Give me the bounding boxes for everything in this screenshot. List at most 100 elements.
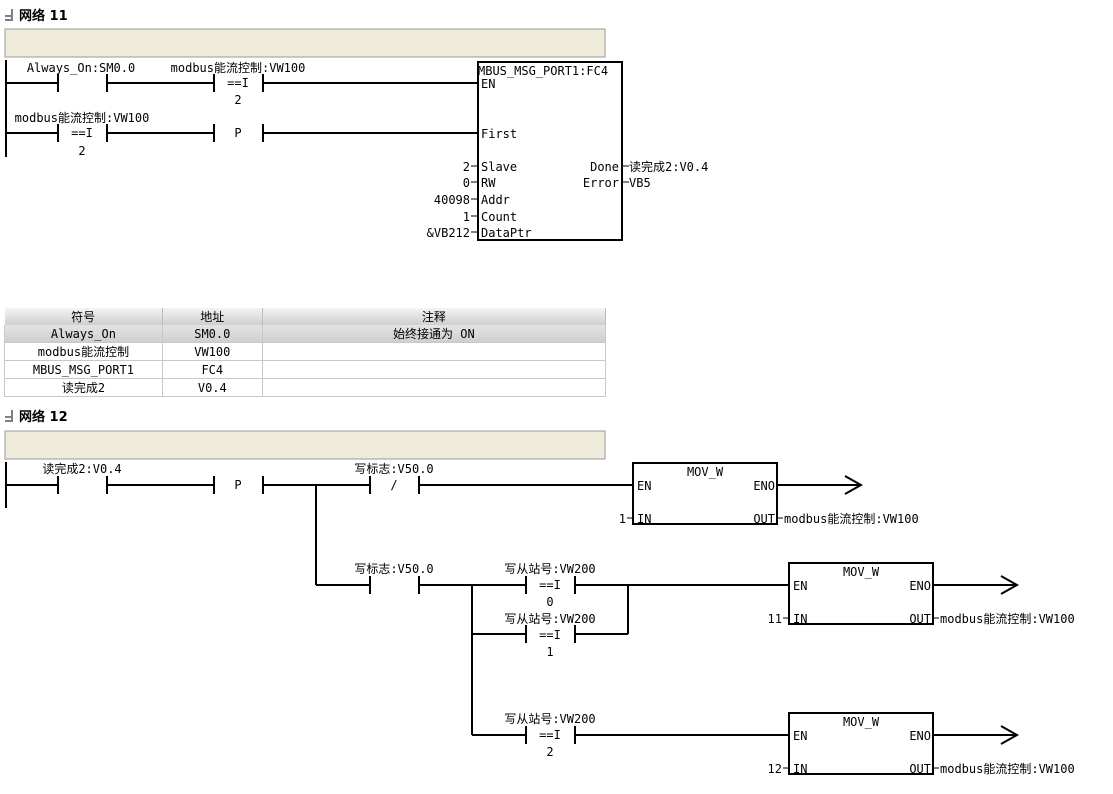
collapse-toggle-icon[interactable] — [5, 9, 13, 21]
symbol-table: 符号 地址 注释 Always_On SM0.0 始终接通为 ON modbus… — [4, 308, 607, 397]
param-value[interactable]: 12 — [768, 762, 782, 776]
param-value[interactable]: 1 — [463, 210, 470, 224]
table-row[interactable]: Always_On SM0.0 始终接通为 ON — [4, 325, 607, 343]
compare-value: 2 — [546, 745, 553, 759]
param-value[interactable]: 2 — [463, 160, 470, 174]
pin-eno: ENO — [753, 479, 775, 493]
network-comment-box[interactable] — [4, 28, 606, 58]
compare-value: 2 — [234, 93, 241, 107]
contact-label: 写从站号:VW200 — [504, 612, 595, 626]
cell-symbol: modbus能流控制 — [4, 342, 163, 361]
pin-in: IN — [793, 762, 807, 776]
block-title: MOV_W — [843, 715, 880, 729]
compare-operator: ==I — [539, 728, 561, 742]
eno-arrow-icon — [844, 475, 864, 495]
cell-symbol: 读完成2 — [4, 378, 163, 397]
mov-w-block-1[interactable] — [632, 462, 778, 525]
cell-symbol: MBUS_MSG_PORT1 — [4, 360, 163, 379]
pin-en: EN — [793, 729, 807, 743]
output-value[interactable]: modbus能流控制:VW100 — [940, 762, 1075, 776]
table-row[interactable]: MBUS_MSG_PORT1 FC4 — [4, 360, 607, 379]
output-value[interactable]: 读完成2:V0.4 — [629, 159, 708, 174]
network-comment-box[interactable] — [4, 430, 606, 460]
contact-label: 写从站号:VW200 — [504, 712, 595, 726]
pin-en: EN — [793, 579, 807, 593]
network-title: 网络 11 — [19, 8, 68, 24]
header-symbol[interactable]: 符号 — [4, 308, 163, 325]
param-value[interactable]: 11 — [768, 612, 782, 626]
cell-comment — [262, 342, 607, 361]
pin-eno: ENO — [909, 579, 931, 593]
pin-out: OUT — [753, 512, 775, 526]
contact-label: 读完成2:V0.4 — [42, 461, 121, 476]
compare-value: 1 — [546, 645, 553, 659]
compare-value: 0 — [546, 595, 553, 609]
table-row[interactable]: 读完成2 V0.4 — [4, 378, 607, 397]
eno-arrow-icon — [1000, 725, 1020, 745]
contact-label: modbus能流控制:VW100 — [171, 61, 306, 75]
cell-comment — [262, 360, 607, 379]
cell-address: FC4 — [162, 360, 263, 379]
contact-label: 写标志:V50.0 — [354, 462, 433, 476]
pin-rw: RW — [481, 176, 496, 190]
collapse-toggle-icon[interactable] — [5, 410, 13, 422]
contact-label: 写标志:V50.0 — [354, 562, 433, 576]
block-title: MOV_W — [843, 565, 880, 579]
symbol-table-header: 符号 地址 注释 — [4, 308, 607, 325]
output-value[interactable]: VB5 — [629, 176, 651, 190]
block-title: MOV_W — [687, 465, 724, 479]
pin-done: Done — [590, 160, 619, 174]
network-12: 网络 12 读完成2:V0.4 P 写标志:V50.0 / MOV_W EN E — [4, 409, 1075, 776]
compare-operator: ==I — [539, 578, 561, 592]
contact-always-on[interactable] — [57, 74, 108, 92]
param-value[interactable]: 1 — [619, 512, 626, 526]
pin-error: Error — [583, 176, 619, 190]
cell-address: VW100 — [162, 342, 263, 361]
header-address[interactable]: 地址 — [162, 308, 263, 325]
pin-dataptr: DataPtr — [481, 226, 532, 240]
mov-w-block-2[interactable] — [788, 562, 934, 625]
output-value[interactable]: modbus能流控制:VW100 — [940, 612, 1075, 626]
param-value[interactable]: &VB212 — [427, 226, 470, 240]
param-value[interactable]: 0 — [463, 176, 470, 190]
table-row[interactable]: modbus能流控制 VW100 — [4, 342, 607, 361]
pin-addr: Addr — [481, 193, 510, 207]
pin-out: OUT — [909, 612, 931, 626]
compare-operator: ==I — [71, 126, 93, 140]
contact-label: 写从站号:VW200 — [504, 562, 595, 576]
compare-operator: ==I — [539, 628, 561, 642]
network-title: 网络 12 — [19, 409, 68, 425]
pin-count: Count — [481, 210, 517, 224]
contact-read-done[interactable] — [57, 476, 108, 494]
output-value[interactable]: modbus能流控制:VW100 — [784, 512, 919, 526]
edge-symbol: P — [234, 126, 241, 140]
cell-comment — [262, 378, 607, 397]
block-title: MBUS_MSG_PORT1:FC4 — [478, 64, 608, 78]
eno-arrow-icon — [1000, 575, 1020, 595]
compare-operator: ==I — [227, 76, 249, 90]
contact-label: Always_On:SM0.0 — [27, 61, 135, 75]
pin-en: EN — [481, 77, 495, 91]
no-contact-write-flag[interactable] — [369, 576, 420, 594]
mbus-msg-block[interactable] — [477, 61, 623, 241]
pin-out: OUT — [909, 762, 931, 776]
cell-comment: 始终接通为 ON — [262, 325, 607, 343]
network-11: 网络 11 Always_On:SM0.0 modbus能流控制:VW100 =… — [4, 8, 708, 241]
pin-en: EN — [637, 479, 651, 493]
pin-slave: Slave — [481, 160, 517, 174]
edge-symbol: P — [234, 478, 241, 492]
contact-label: modbus能流控制:VW100 — [15, 111, 150, 125]
compare-value: 2 — [78, 144, 85, 158]
nc-symbol: / — [390, 478, 397, 492]
cell-address: V0.4 — [162, 378, 263, 397]
pin-first: First — [481, 127, 517, 141]
pin-in: IN — [793, 612, 807, 626]
cell-symbol: Always_On — [4, 325, 163, 343]
cell-address: SM0.0 — [162, 325, 263, 343]
pin-in: IN — [637, 512, 651, 526]
header-comment[interactable]: 注释 — [262, 308, 607, 325]
param-value[interactable]: 40098 — [434, 193, 470, 207]
pin-eno: ENO — [909, 729, 931, 743]
mov-w-block-3[interactable] — [788, 712, 934, 775]
